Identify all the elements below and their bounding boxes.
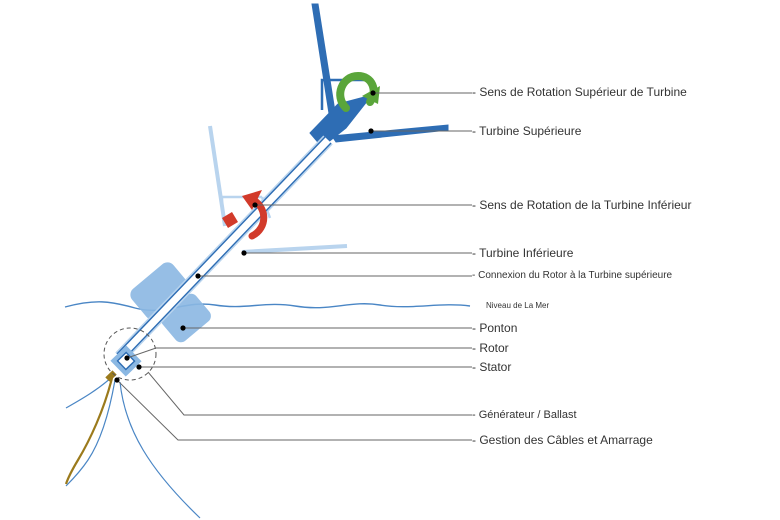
rotor-shaft bbox=[115, 135, 333, 362]
label-stator: - Stator bbox=[472, 360, 512, 374]
label-generator-ballast: - Générateur / Ballast bbox=[472, 409, 577, 421]
label-upper-rotation-direction: - Sens de Rotation Supérieur de Turbine bbox=[472, 85, 687, 99]
label-rotor-connection: - Connexion du Rotor à la Turbine supéri… bbox=[472, 270, 673, 281]
label-upper-turbine: - Turbine Supérieure bbox=[472, 124, 582, 138]
mooring-line-lower bbox=[65, 379, 116, 487]
generator-dashed-ring bbox=[103, 327, 157, 381]
generator-base bbox=[105, 345, 142, 382]
label-lower-turbine: - Turbine Inférieure bbox=[472, 246, 574, 260]
power-cable bbox=[64, 377, 114, 485]
pontoon bbox=[130, 262, 211, 343]
label-cable-mooring: - Gestion des Câbles et Amarrage bbox=[472, 433, 653, 447]
mooring-line-left bbox=[65, 375, 114, 409]
leader-dots bbox=[114, 90, 376, 383]
lower-rotation-arrow bbox=[222, 190, 268, 240]
sea-level-wave bbox=[64, 301, 471, 311]
label-sea-level: Niveau de La Mer bbox=[486, 301, 550, 310]
label-rotor: - Rotor bbox=[472, 341, 509, 355]
label-lower-rotation-direction: - Sens de Rotation de la Turbine Inférie… bbox=[472, 198, 692, 212]
label-pontoon: - Ponton bbox=[472, 321, 518, 335]
leader-lines bbox=[116, 92, 472, 441]
upper-turbine bbox=[309, 3, 449, 148]
mooring-line-right bbox=[119, 381, 201, 519]
